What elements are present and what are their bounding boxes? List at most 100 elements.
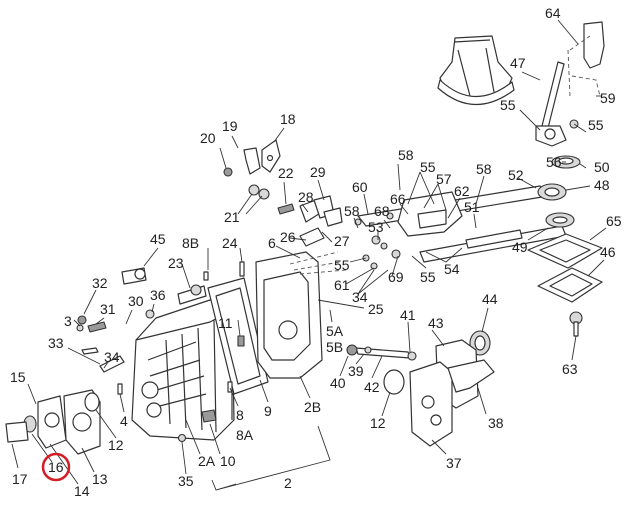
input-shaft-17 [5, 421, 29, 443]
callout-19: 19 [222, 118, 238, 134]
sensor-63 [569, 311, 583, 337]
pin-8B [203, 271, 209, 281]
callout-62: 62 [454, 183, 470, 199]
nut-20 [223, 167, 233, 177]
bolt-24 [239, 261, 245, 277]
callout-42: 42 [364, 379, 380, 395]
callout-21: 21 [224, 209, 240, 225]
callout-11: 11 [218, 315, 233, 331]
callout-10: 10 [220, 453, 236, 469]
callout-38: 38 [488, 415, 504, 431]
callout-13: 13 [92, 471, 108, 487]
rear-plate-37 [409, 361, 453, 447]
callout-55: 55 [420, 159, 436, 175]
callout-2B: 2B [304, 399, 321, 415]
callout-labels: 64 47 59 55 55 56 50 48 19 18 20 22 29 2… [10, 5, 622, 499]
callout-43: 43 [428, 315, 444, 331]
callout-44: 44 [482, 291, 498, 307]
callout-50: 50 [594, 159, 610, 175]
callout-8A: 8A [236, 427, 254, 443]
callout-8B: 8B [182, 235, 199, 251]
switch-45 [121, 267, 147, 285]
callout-29: 29 [310, 164, 326, 180]
callout-12: 12 [370, 415, 386, 431]
callout-48: 48 [594, 177, 610, 193]
callout-47: 47 [510, 55, 526, 71]
detent-3 [76, 324, 84, 332]
callout-59: 59 [600, 90, 616, 106]
shift-lever [535, 61, 567, 147]
callout-37: 37 [446, 455, 462, 471]
shift-boot [437, 35, 515, 106]
callout-24: 24 [222, 235, 238, 251]
callout-41: 41 [400, 307, 416, 323]
callout-66: 66 [390, 191, 406, 207]
callout-12: 12 [108, 437, 124, 453]
callout-55: 55 [420, 269, 436, 285]
pin-11 [237, 335, 245, 347]
lever-19 [243, 147, 261, 175]
callout-57: 57 [436, 171, 452, 187]
callout-14: 14 [74, 483, 90, 499]
gasket-14 [37, 395, 67, 449]
callout-31: 31 [100, 301, 116, 317]
interlock-26 [299, 227, 325, 247]
bracket-38 [447, 359, 495, 393]
callout-35: 35 [178, 473, 194, 489]
callout-28: 28 [298, 189, 314, 205]
callout-69: 69 [388, 269, 404, 285]
callout-55: 55 [334, 257, 350, 273]
callout-49: 49 [512, 239, 528, 255]
callout-53: 53 [368, 219, 384, 235]
callout-27: 27 [334, 233, 350, 249]
callout-60: 60 [352, 179, 368, 195]
callout-3: 3 [64, 313, 72, 329]
washers-21 [248, 184, 270, 200]
highlight-circle-part-16 [41, 452, 71, 482]
callout-32: 32 [92, 275, 108, 291]
callout-34: 34 [352, 289, 368, 305]
spring-22 [277, 203, 295, 215]
intermediate-plate-2B [255, 251, 323, 379]
plug-32 [77, 315, 87, 325]
fork-27 [323, 207, 343, 227]
shift-cover-plate-65 [527, 233, 603, 269]
callout-52: 52 [508, 167, 524, 183]
callout-55: 55 [588, 117, 604, 133]
leader-lines [11, 19, 607, 491]
callout-22: 22 [278, 165, 294, 181]
shift-knob [567, 21, 605, 97]
spring-31 [87, 321, 107, 333]
callout-63: 63 [562, 361, 578, 377]
callout-15: 15 [10, 369, 26, 385]
oring-12-right [383, 369, 405, 395]
plug-35 [177, 433, 187, 443]
callout-58: 58 [398, 147, 414, 163]
callout-5B: 5B [326, 339, 343, 355]
callout-18: 18 [280, 111, 296, 127]
callout-26: 26 [280, 229, 296, 245]
callout-23: 23 [168, 255, 184, 271]
lever-34 [99, 355, 125, 373]
shaft-23 [177, 284, 207, 305]
gasket-49 [545, 212, 575, 228]
callout-8: 8 [236, 407, 244, 423]
callout-45: 45 [150, 231, 166, 247]
callout-30: 30 [128, 293, 144, 309]
callout-4: 4 [120, 413, 128, 429]
plug-40-39 [346, 344, 372, 356]
callout-54: 54 [444, 261, 460, 277]
callout-58: 58 [344, 203, 360, 219]
callout-5A: 5A [326, 323, 344, 339]
callout-51: 51 [464, 199, 480, 215]
callout-65: 65 [606, 213, 622, 229]
callout-61: 61 [334, 277, 350, 293]
callout-58: 58 [476, 161, 492, 177]
rear-housing-6 [289, 251, 347, 275]
callout-2: 2 [284, 475, 292, 491]
callout-20: 20 [200, 130, 216, 146]
callout-39: 39 [348, 363, 364, 379]
callout-2A: 2A [198, 453, 216, 469]
